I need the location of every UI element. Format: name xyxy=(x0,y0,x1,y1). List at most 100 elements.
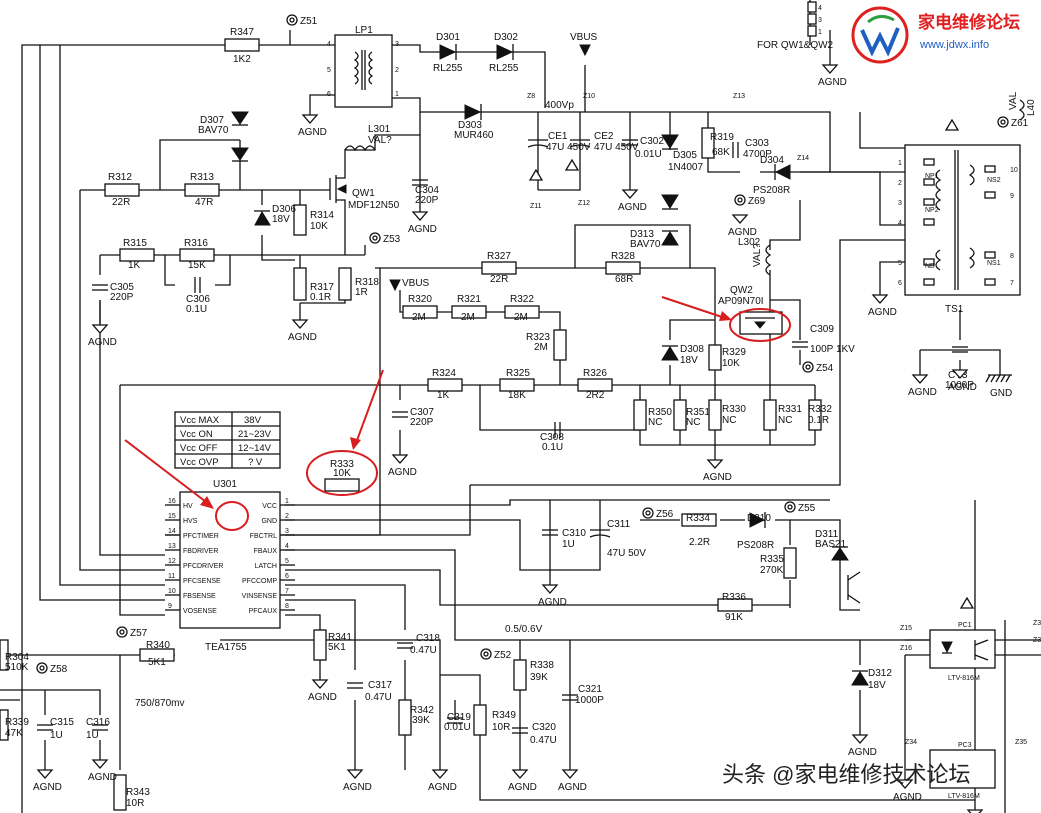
resistor-r304 xyxy=(0,639,9,671)
ref-r350: R350 xyxy=(648,407,672,418)
resistor-r329 xyxy=(708,344,722,371)
agnd-ground-icon: AGND xyxy=(508,769,537,793)
ref-c305: C305 xyxy=(110,282,134,293)
arrowhead-r333-icon xyxy=(350,437,361,450)
diode-d313 xyxy=(661,194,679,246)
ref-r314: R314 xyxy=(310,210,334,221)
ref-c318: C318 xyxy=(416,633,440,644)
node-label: Z15 xyxy=(900,625,912,632)
pc1-part-label: LTV-816M xyxy=(948,675,980,682)
value-r325: 18K xyxy=(508,390,526,401)
gnd-label: GND xyxy=(990,388,1012,399)
resistor-r312 xyxy=(104,183,140,197)
resistor-r314 xyxy=(293,204,307,236)
ts1-pin-number: 3 xyxy=(898,200,902,207)
ref-c316: C316 xyxy=(86,717,110,728)
ref-r304: R304 xyxy=(5,652,29,663)
ts1-pin-number: 6 xyxy=(898,280,902,287)
v400-label: 400Vp xyxy=(545,100,574,111)
ref-c308: C308 xyxy=(540,432,564,443)
ref-r331: R331 xyxy=(778,404,802,415)
small-nodes: Z8Z10Z13Z14Z11Z12Z15Z16Z34Z35Z36Z37 xyxy=(527,93,1041,746)
capacitor-c310 xyxy=(542,529,558,536)
value-d310: PS208R xyxy=(737,540,774,551)
value-r335: 270K xyxy=(760,565,784,576)
value-c310: 1U xyxy=(562,539,575,550)
ref-r329: R329 xyxy=(722,347,746,358)
ref-r317: R317 xyxy=(310,282,334,293)
value-r350: NC xyxy=(648,417,662,428)
value-d311: BAS21 xyxy=(815,539,847,550)
ref-r320: R320 xyxy=(408,294,432,305)
ref-r342: R342 xyxy=(410,705,434,716)
capacitor-c319 xyxy=(447,717,463,724)
value-r349: 10R xyxy=(492,722,510,733)
vcc-row-2-label: Vcc OFF xyxy=(180,443,218,454)
agnd-ground-icon: AGND xyxy=(428,769,457,793)
value-r304: 510K xyxy=(5,662,29,673)
transistor-d311-switch xyxy=(847,571,861,604)
logo: 家电维修论坛 www.jdwx.info xyxy=(851,6,1020,64)
capacitor-cy3 xyxy=(952,346,968,353)
ic-ref: U301 xyxy=(213,479,237,490)
resistor-r342 xyxy=(398,699,412,736)
arrowhead-hvs-icon xyxy=(200,496,214,509)
ic-pin-name: FBCTRL xyxy=(250,533,277,540)
ref-r319: R319 xyxy=(710,132,734,143)
ic-pin-number: 1 xyxy=(285,498,289,505)
ref-c317: C317 xyxy=(368,680,392,691)
ref-r316: R316 xyxy=(184,238,208,249)
test-point-label: Z55 xyxy=(798,503,816,514)
value-c305: 220P xyxy=(110,292,134,303)
ic-pin-number: 15 xyxy=(168,513,176,520)
ref-c307: C307 xyxy=(410,407,434,418)
value-c303: 4700P xyxy=(743,149,772,160)
test-point-icon: Z52 xyxy=(480,648,512,661)
resistor-r351 xyxy=(673,399,687,431)
test-point-label: Z54 xyxy=(816,363,834,374)
ref-r323: R323 xyxy=(526,332,550,343)
l301-ref-label: L301 xyxy=(368,124,391,135)
ts1-winding-label: NP2 xyxy=(925,207,939,214)
resistor-r317 xyxy=(293,267,307,301)
resistor-r335 xyxy=(783,547,797,579)
lp1-pin-number: 4 xyxy=(327,41,331,48)
ref-c303: C303 xyxy=(745,138,769,149)
resistor-r333 xyxy=(324,478,360,492)
lp1-pin-number: 3 xyxy=(395,41,399,48)
ic-pin-name: HV xyxy=(183,503,193,510)
ref-r325: R325 xyxy=(506,368,530,379)
ref-r334: R334 xyxy=(686,513,710,524)
vcc-row-0-value: 38V xyxy=(244,415,262,426)
value-r343: 10R xyxy=(126,798,144,809)
agnd-label: AGND xyxy=(558,782,587,793)
arrowhead-qw2-icon xyxy=(719,311,732,321)
value-c315: 1U xyxy=(50,730,63,741)
ic-pin-name: FBAUX xyxy=(254,548,278,555)
vcc-row-3-label: Vcc OVP xyxy=(180,457,219,468)
agnd-ground-icon: AGND xyxy=(728,214,757,238)
capacitor-c304 xyxy=(412,179,428,186)
resistor-r318 xyxy=(338,267,352,301)
ic-pin-number: 12 xyxy=(168,558,176,565)
resistor-r316 xyxy=(179,248,215,262)
capacitor-c307 xyxy=(392,411,408,418)
connector-pin-number: 3 xyxy=(818,17,822,24)
agnd-label: AGND xyxy=(298,127,327,138)
test-point-icon: Z69 xyxy=(734,194,766,207)
ref-r322: R322 xyxy=(510,294,534,305)
ts1-pin-number: 10 xyxy=(1010,167,1018,174)
vcc-row-3-value: ? V xyxy=(248,457,263,468)
ic-pin-name: PFCDRIVER xyxy=(183,563,223,570)
ref-r315: R315 xyxy=(123,238,147,249)
ref-d308: D308 xyxy=(680,344,704,355)
value-d301: RL255 xyxy=(433,63,463,74)
inductor-l301 xyxy=(344,145,376,152)
lp1-label: LP1 xyxy=(355,25,373,36)
resistor-r327 xyxy=(481,261,517,275)
ic-pin-name: LATCH xyxy=(255,563,277,570)
resistor-r347 xyxy=(224,38,260,52)
